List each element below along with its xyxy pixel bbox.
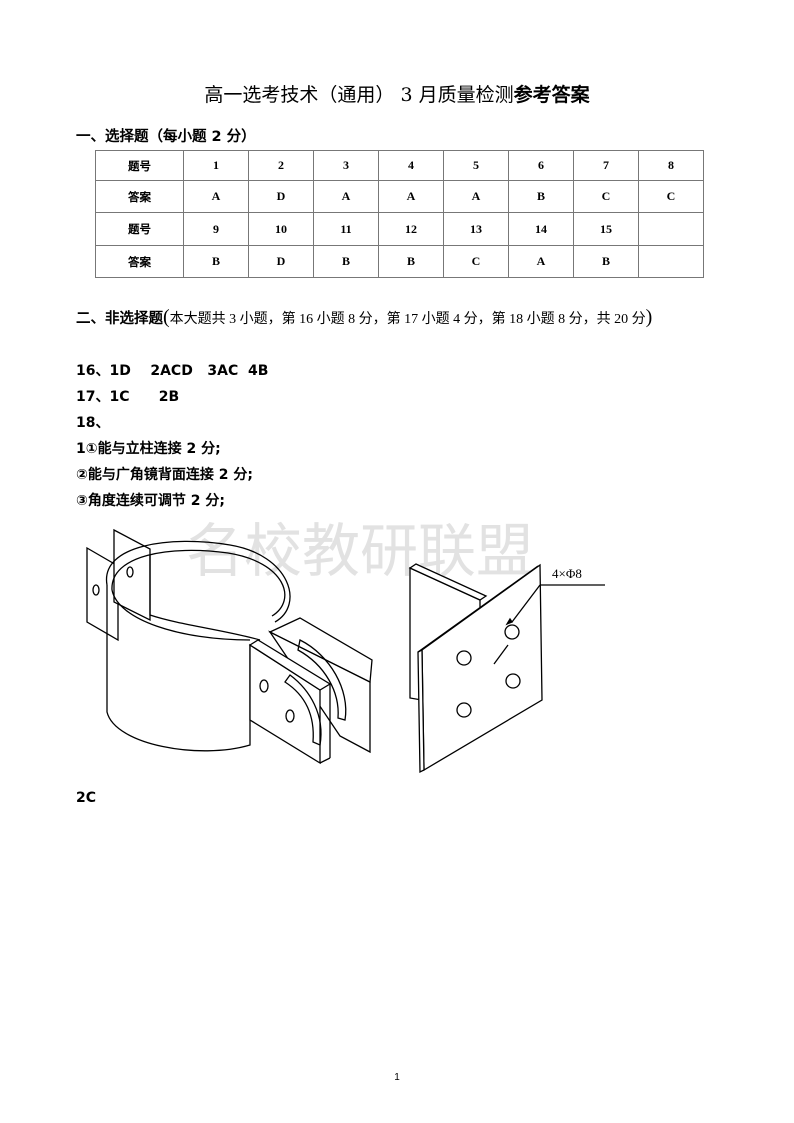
section2-note: 本大题共 3 小题，第 16 小题 8 分，第 17 小题 4 分，第 18 小… — [169, 312, 646, 327]
answer-18-1: 1①能与立柱连接 2 分; — [76, 441, 221, 457]
watermark: 名校教研联盟 — [186, 517, 535, 585]
table-cell: 8 — [638, 150, 704, 181]
table-cell: C — [638, 180, 704, 213]
row-label: 答案 — [95, 245, 184, 278]
answer-18-3: ③角度连续可调节 2 分; — [76, 493, 225, 509]
table-cell: 6 — [508, 150, 574, 181]
table-cell: A — [443, 180, 509, 213]
table-cell: B — [573, 245, 639, 278]
table-cell — [638, 245, 704, 278]
row-label: 题号 — [95, 212, 184, 246]
answer-16: 16、1D 2ACD 3AC 4B — [76, 363, 269, 379]
title-normal: 高一选考技术（通用） 3 月质量检测 — [204, 84, 514, 106]
answer-18-2: ②能与广角镜背面连接 2 分; — [76, 467, 253, 483]
document-title: 高一选考技术（通用） 3 月质量检测参考答案 — [0, 80, 794, 107]
answer-2c: 2C — [76, 790, 97, 806]
dimension-label: 4×Φ8 — [552, 566, 582, 581]
table-cell: B — [313, 245, 379, 278]
table-cell: A — [378, 180, 444, 213]
table-cell: 1 — [183, 150, 249, 181]
section1-heading: 一、选择题（每小题 2 分） — [76, 129, 256, 145]
table-cell: 12 — [378, 212, 444, 246]
table-cell: A — [508, 245, 574, 278]
answer-18: 18、 — [76, 415, 110, 431]
table-cell: B — [508, 180, 574, 213]
section2-heading: 二、非选择题(本大题共 3 小题，第 16 小题 8 分，第 17 小题 4 分… — [76, 306, 653, 328]
table-cell: A — [183, 180, 249, 213]
table-cell: 4 — [378, 150, 444, 181]
table-cell: C — [443, 245, 509, 278]
title-bold: 参考答案 — [513, 84, 590, 106]
answer-17: 17、1C 2B — [76, 389, 180, 405]
clamp-drawing — [86, 528, 373, 765]
table-cell: B — [378, 245, 444, 278]
table-cell: 7 — [573, 150, 639, 181]
row-label: 答案 — [95, 180, 184, 213]
section2-title: 二、非选择题 — [76, 311, 163, 327]
plate-drawing — [408, 563, 605, 774]
page-number: 1 — [394, 1072, 400, 1083]
